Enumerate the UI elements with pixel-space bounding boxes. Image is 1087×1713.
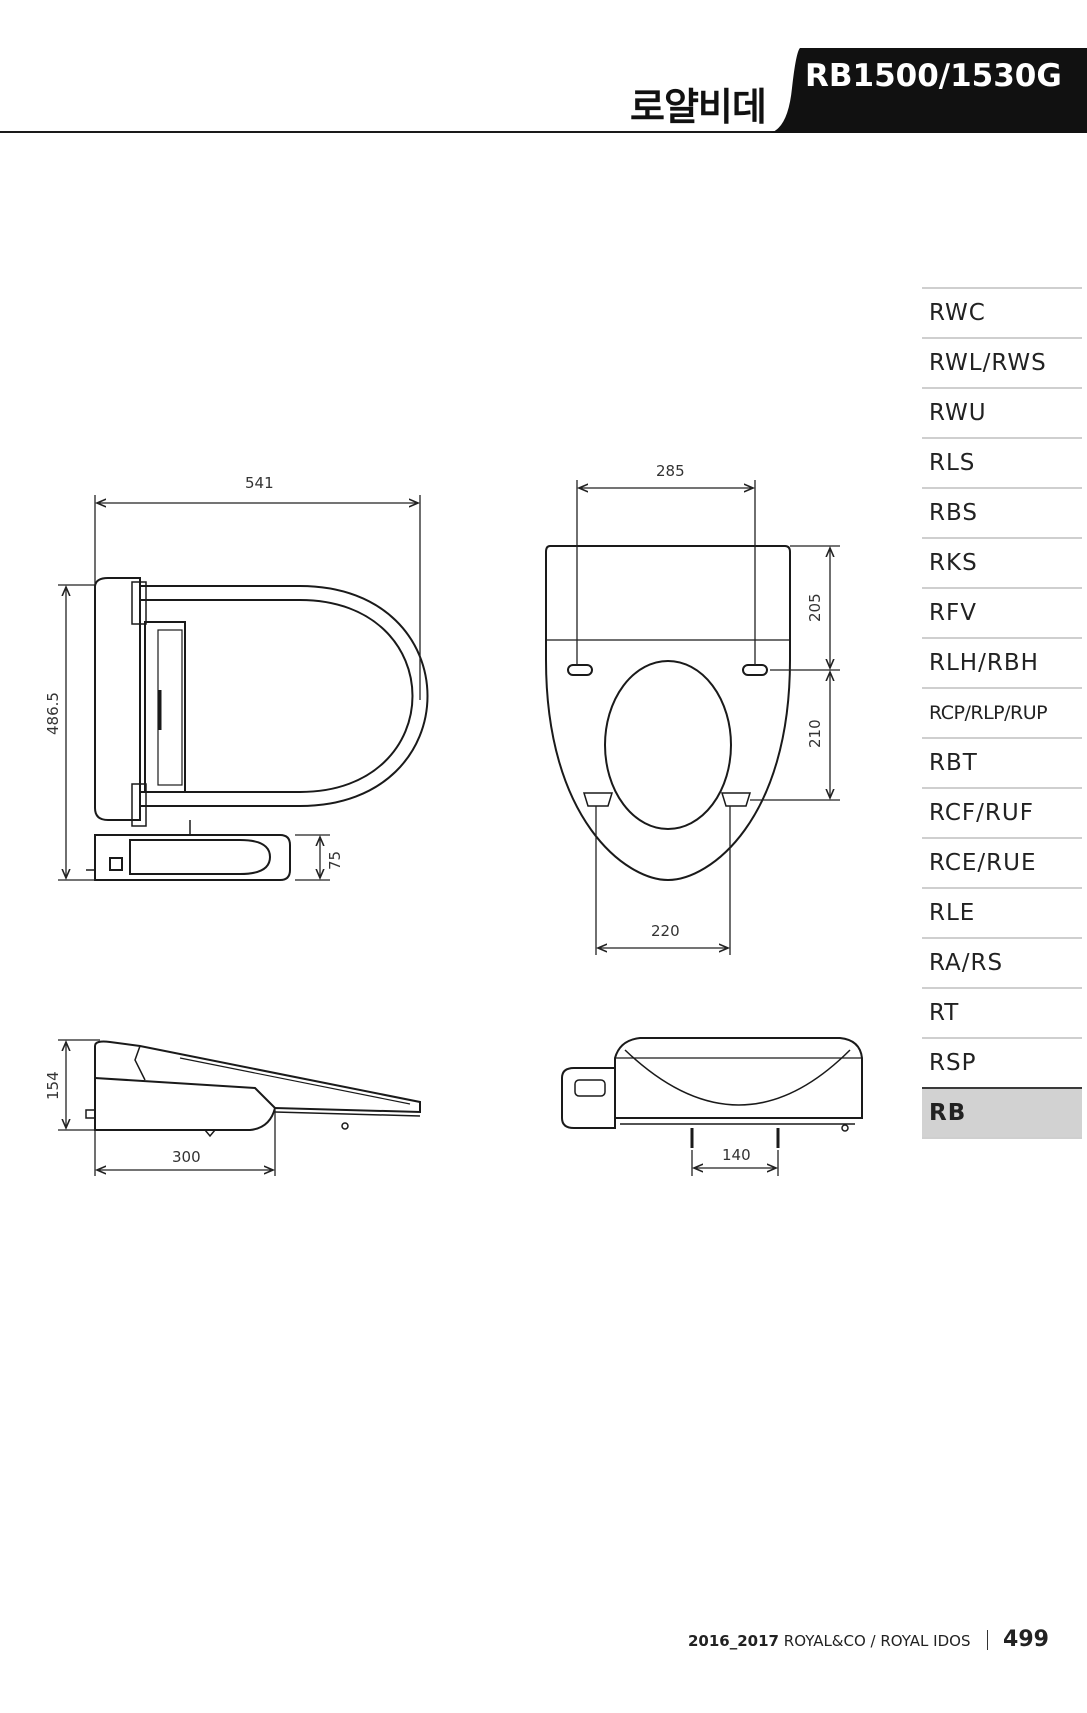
page-footer: 2016_2017 ROYAL&CO / ROYAL IDOS 499 — [688, 1627, 1049, 1652]
sidebar-item-rwc[interactable]: RWC — [922, 287, 1082, 337]
page-title: 로얄비데 — [630, 85, 767, 129]
profile-view-dimension-lines — [58, 1039, 276, 1176]
sidebar-item-rfv[interactable]: RFV — [922, 587, 1082, 637]
dim-side-length: 541 — [245, 474, 274, 492]
top-view-dimension-lines — [576, 480, 840, 955]
sidebar-item-rsp[interactable]: RSP — [922, 1037, 1082, 1087]
model-code: RB1500/1530G — [805, 58, 1062, 94]
profile-view-drawing — [85, 1040, 421, 1138]
sidebar-item-rcp-rlp-rup[interactable]: RCP/RLP/RUP — [922, 687, 1082, 737]
dim-profile-height: 154 — [44, 1071, 62, 1100]
sidebar-item-rwu[interactable]: RWU — [922, 387, 1082, 437]
sidebar-item-rt[interactable]: RT — [922, 987, 1082, 1037]
footer-years: 2016_2017 — [688, 1632, 779, 1650]
sidebar-item-rwl-rws[interactable]: RWL/RWS — [922, 337, 1082, 387]
dim-lower-depth: 210 — [806, 719, 824, 748]
dim-upper-depth: 205 — [806, 593, 824, 622]
model-tab-shape — [770, 48, 1087, 133]
dim-rear-bolt-spacing: 140 — [722, 1146, 751, 1164]
sidebar-item-rlh-rbh[interactable]: RLH/RBH — [922, 637, 1082, 687]
dim-side-height: 486.5 — [44, 692, 62, 735]
side-view-drawing — [86, 577, 429, 881]
dim-profile-length: 300 — [172, 1148, 201, 1166]
top-view-drawing — [545, 545, 791, 882]
sidebar-item-rls[interactable]: RLS — [922, 437, 1082, 487]
rear-view-drawing — [561, 1037, 863, 1148]
page-number: 499 — [1003, 1627, 1049, 1652]
sidebar-item-rbt[interactable]: RBT — [922, 737, 1082, 787]
header-rule — [0, 131, 1087, 133]
dim-hole-spacing: 285 — [656, 462, 685, 480]
sidebar-item-rb[interactable]: RB — [922, 1087, 1082, 1137]
footer-separator — [987, 1630, 989, 1650]
sidebar-item-ra-rs[interactable]: RA/RS — [922, 937, 1082, 987]
dim-side-base: 75 — [326, 851, 344, 870]
footer-brand: ROYAL&CO / ROYAL IDOS — [783, 1632, 971, 1650]
sidebar-item-rbs[interactable]: RBS — [922, 487, 1082, 537]
rear-view-dimension-lines — [691, 1150, 779, 1176]
sidebar-item-rle[interactable]: RLE — [922, 887, 1082, 937]
product-index: RWC RWL/RWS RWU RLS RBS RKS RFV RLH/RBH … — [922, 287, 1082, 1139]
sidebar-item-rce-rue[interactable]: RCE/RUE — [922, 837, 1082, 887]
sidebar-item-rcf-ruf[interactable]: RCF/RUF — [922, 787, 1082, 837]
dim-seat-width: 220 — [651, 922, 680, 940]
sidebar-end-rule — [922, 1137, 1082, 1139]
side-view-dimension-lines — [58, 495, 421, 881]
sidebar-item-rks[interactable]: RKS — [922, 537, 1082, 587]
